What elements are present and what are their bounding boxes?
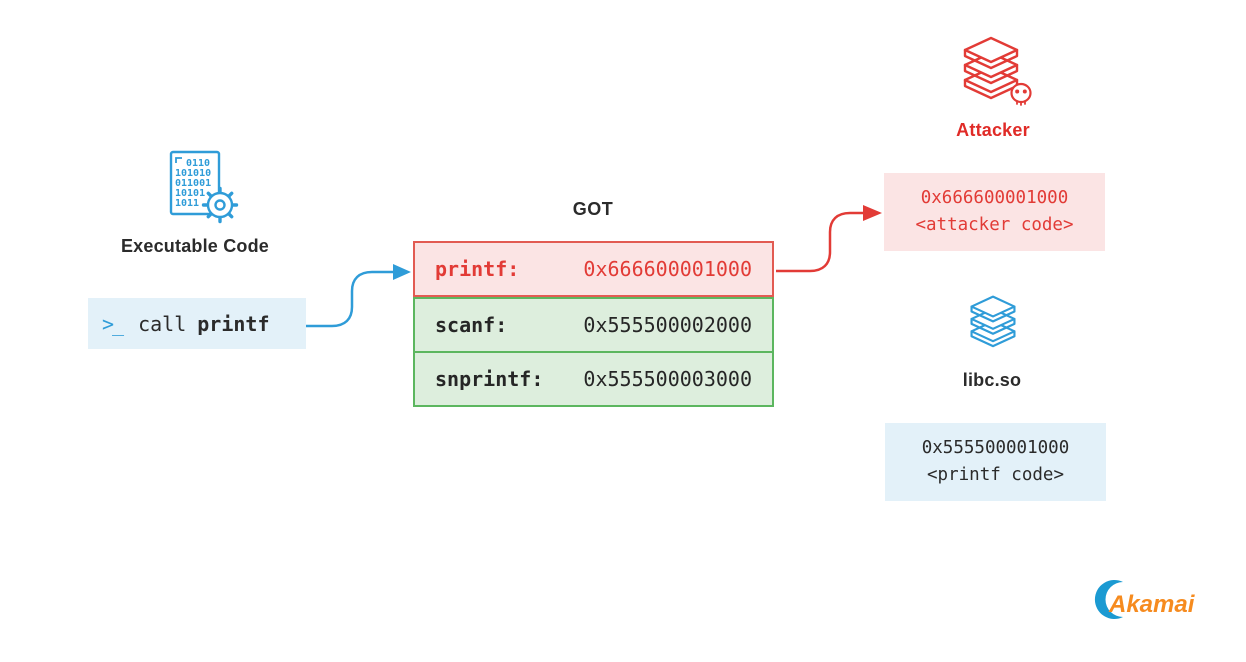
attacker-address: 0x666600001000 [920,188,1069,208]
printf-code-label: <printf code> [927,465,1064,485]
binary-line: 1011 [175,198,199,209]
binary-line: 011001 [175,178,211,189]
attacker-code-box: 0x666600001000 <attacker code> [884,173,1105,251]
call-keyword: call [138,311,187,336]
binary-line: 0110 [186,158,210,169]
library-books-icon [970,295,1016,348]
binary-code-gear-icon: 0110 101010 011001 10101 1011 [169,150,239,224]
binary-line: 101010 [175,168,211,179]
executable-code-label: Executable Code [120,236,270,256]
gear-icon [201,186,239,224]
libc-label: libc.so [962,370,1022,390]
got-entry-name: printf: [435,257,520,281]
binary-line: 10101 [175,188,205,199]
call-target: printf [197,311,270,336]
got-entry-value: 0x555500002000 [583,313,752,337]
akamai-logo: Akamai [1094,580,1196,619]
attacker-books-skull-icon [963,36,1032,106]
got-entry-value: 0x555500003000 [583,367,752,391]
attacker-code-label: <attacker code> [915,215,1074,235]
akamai-swoosh-icon [1094,580,1123,619]
got-entry-name: snprintf: [435,367,544,391]
got-to-attacker-arrow [776,205,882,273]
got-entry-name: scanf: [435,313,508,337]
got-entry-value: 0x666600001000 [583,257,752,281]
libc-address: 0x555500001000 [921,438,1070,458]
got-row-scanf: scanf: 0x555500002000 [413,297,774,353]
terminal-prompt-icon: >_ [102,311,124,336]
got-title: GOT [572,199,614,219]
skull-icon [1010,82,1032,106]
got-row-snprintf: snprintf: 0x555500003000 [413,351,774,407]
call-to-got-arrow [306,264,411,328]
call-printf-box: >_ call printf [88,298,306,349]
got-row-printf: printf: 0x666600001000 [413,241,774,297]
akamai-logo-text: Akamai [1108,591,1196,618]
got-table: printf: 0x666600001000 scanf: 0x55550000… [413,241,774,407]
attacker-label: Attacker [956,120,1030,140]
printf-code-box: 0x555500001000 <printf code> [885,423,1106,501]
